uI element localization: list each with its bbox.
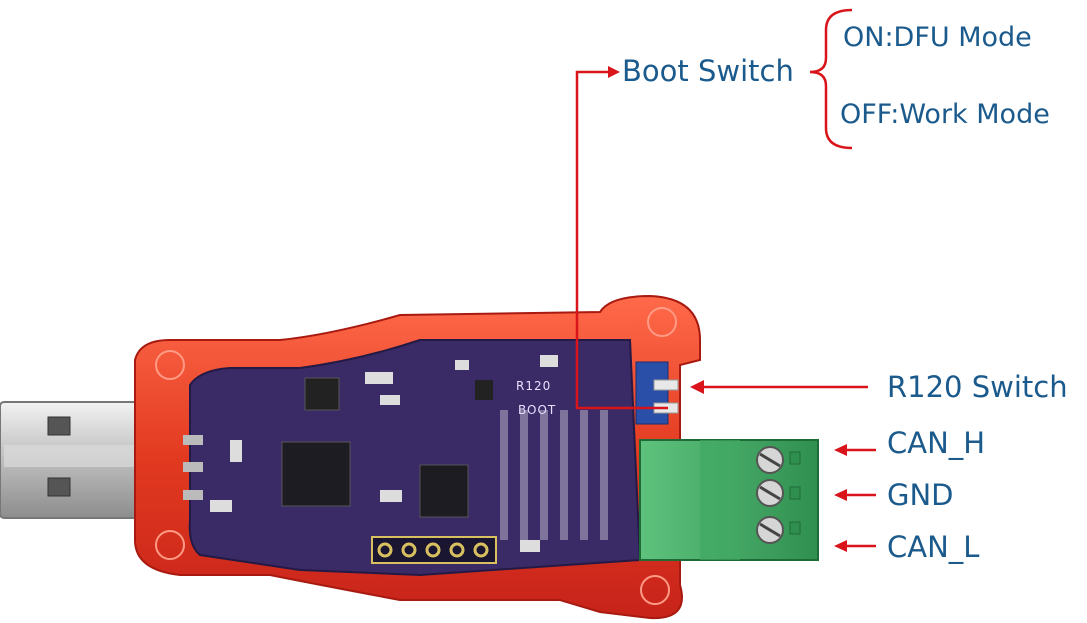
on-dfu-mode-label: ON:DFU Mode bbox=[843, 22, 1032, 53]
r120-arrow bbox=[690, 380, 868, 394]
gnd-arrow bbox=[834, 489, 876, 501]
boot-switch-callout bbox=[575, 66, 668, 410]
terminal-screw-gnd bbox=[756, 479, 784, 507]
can-h-arrow bbox=[834, 444, 876, 456]
can-transceiver-chip bbox=[419, 464, 469, 518]
r120-switch-label: R120 Switch bbox=[887, 370, 1068, 404]
boot-switch-label: Boot Switch bbox=[622, 54, 794, 88]
silk-boot: BOOT bbox=[518, 403, 557, 417]
header-pads bbox=[371, 536, 497, 564]
mcu-chip bbox=[281, 441, 351, 507]
r120-switch bbox=[653, 379, 679, 391]
mode-brace bbox=[809, 8, 853, 150]
gnd-label: GND bbox=[887, 478, 954, 512]
can-h-label: CAN_H bbox=[887, 426, 986, 460]
terminal-screw-can-h bbox=[756, 446, 784, 474]
can-l-label: CAN_L bbox=[887, 530, 980, 564]
can-l-arrow bbox=[834, 540, 876, 552]
terminal-screw-can-l bbox=[756, 516, 784, 544]
terminal-block bbox=[639, 439, 819, 561]
usb-plug bbox=[0, 401, 141, 519]
silk-r120: R120 bbox=[516, 379, 552, 393]
off-work-mode-label: OFF:Work Mode bbox=[840, 99, 1050, 130]
pcb-board bbox=[183, 339, 642, 577]
